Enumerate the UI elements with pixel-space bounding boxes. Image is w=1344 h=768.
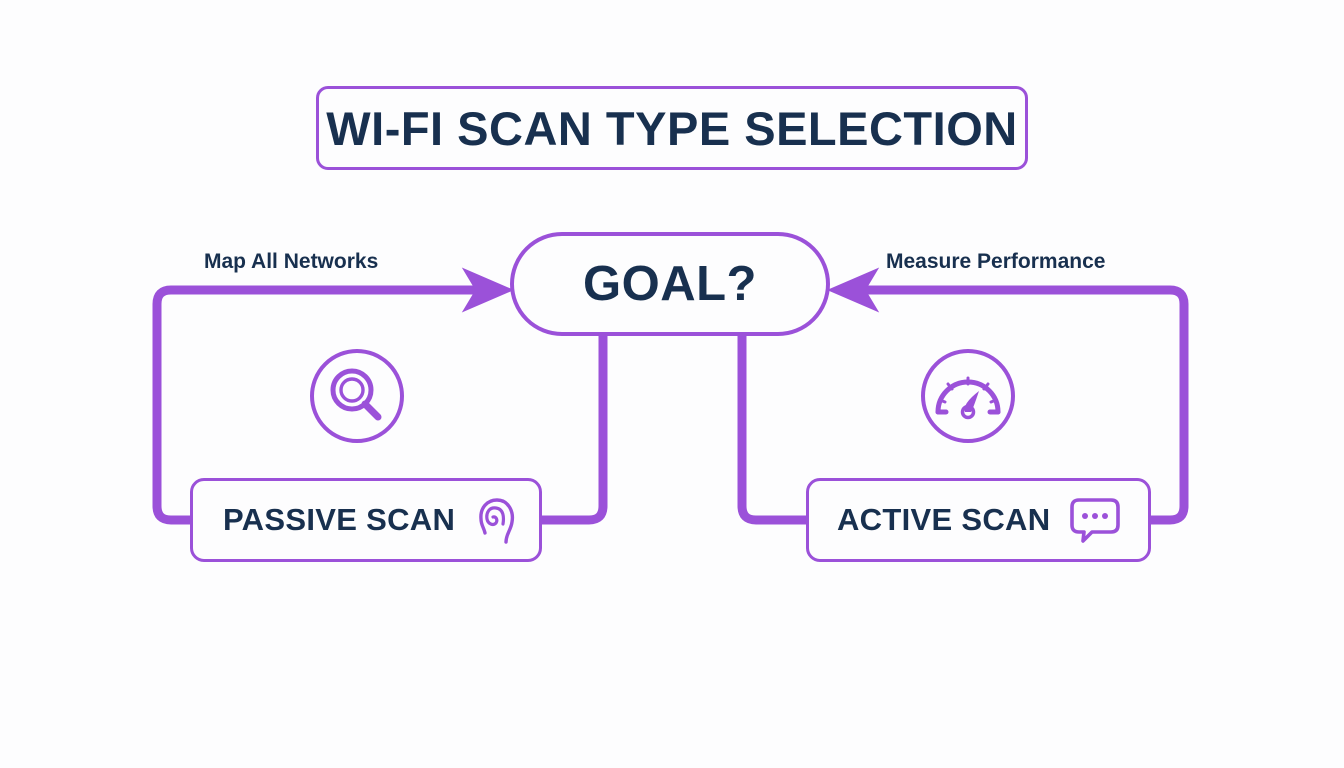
decision-node-label: GOAL? bbox=[583, 257, 757, 311]
option-passive-scan-label: PASSIVE SCAN bbox=[223, 502, 456, 537]
edge-goal-to-passive bbox=[537, 331, 608, 525]
edge-label-measure-performance: Measure Performance bbox=[886, 250, 1106, 273]
diagram-title-box: WI-FI SCAN TYPE SELECTION bbox=[316, 86, 1028, 170]
speech-bubble-icon bbox=[1068, 495, 1122, 545]
edge-label-map-all-networks: Map All Networks bbox=[204, 250, 379, 273]
option-active-scan[interactable]: ACTIVE SCAN bbox=[806, 478, 1151, 562]
page-title: WI-FI SCAN TYPE SELECTION bbox=[326, 101, 1018, 155]
decision-node-goal[interactable]: GOAL? bbox=[510, 232, 830, 336]
gauge-icon bbox=[916, 344, 1020, 453]
option-passive-scan[interactable]: PASSIVE SCAN bbox=[190, 478, 542, 562]
magnifier-icon bbox=[305, 344, 409, 453]
ear-icon bbox=[473, 494, 519, 546]
edge-goal-to-active bbox=[737, 331, 811, 525]
option-active-scan-label: ACTIVE SCAN bbox=[837, 502, 1051, 537]
